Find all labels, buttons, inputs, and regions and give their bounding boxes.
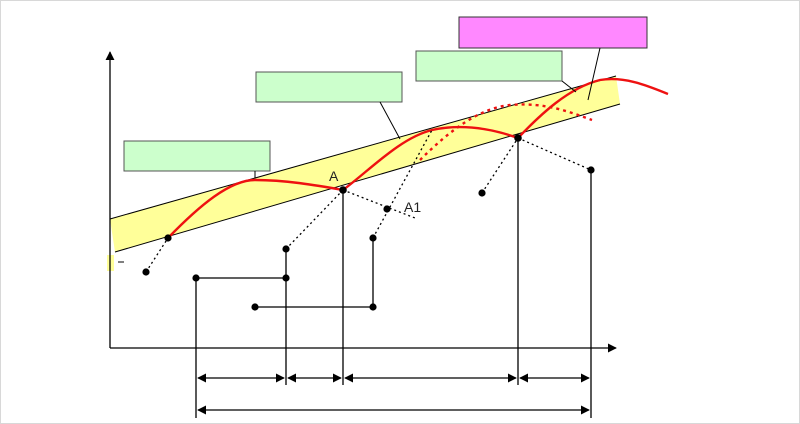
point: [478, 189, 486, 197]
callout-leader-3: [561, 80, 577, 93]
dotted-lines: [145, 129, 592, 273]
label-point-a: A: [329, 168, 339, 184]
wave-curve: [167, 77, 669, 239]
points: [142, 134, 595, 311]
point: [164, 234, 172, 242]
wave-curve-dotted: [419, 103, 593, 161]
point: [369, 234, 377, 242]
point: [587, 166, 595, 174]
solid-lines: [195, 138, 592, 418]
point: [369, 303, 377, 311]
callout-leader-4: [587, 47, 601, 101]
point: [142, 268, 150, 276]
band-lower-edge: [114, 103, 621, 253]
callout-box-3: [415, 50, 563, 82]
tolerance-band: [110, 76, 620, 252]
point: [192, 274, 200, 282]
point: [282, 274, 290, 282]
label-point-a1: A1: [404, 199, 421, 215]
callout-leader-2: [379, 101, 401, 140]
callout-box-2: [255, 71, 403, 103]
dimension-arrows: [197, 373, 590, 415]
point-a1: [383, 205, 391, 213]
band-upper-edge: [109, 75, 617, 220]
callout-box-4: [458, 16, 648, 49]
point: [251, 303, 259, 311]
point-a: [339, 186, 347, 194]
point: [282, 245, 290, 253]
callout-box-1: [123, 140, 271, 172]
point: [514, 134, 522, 142]
